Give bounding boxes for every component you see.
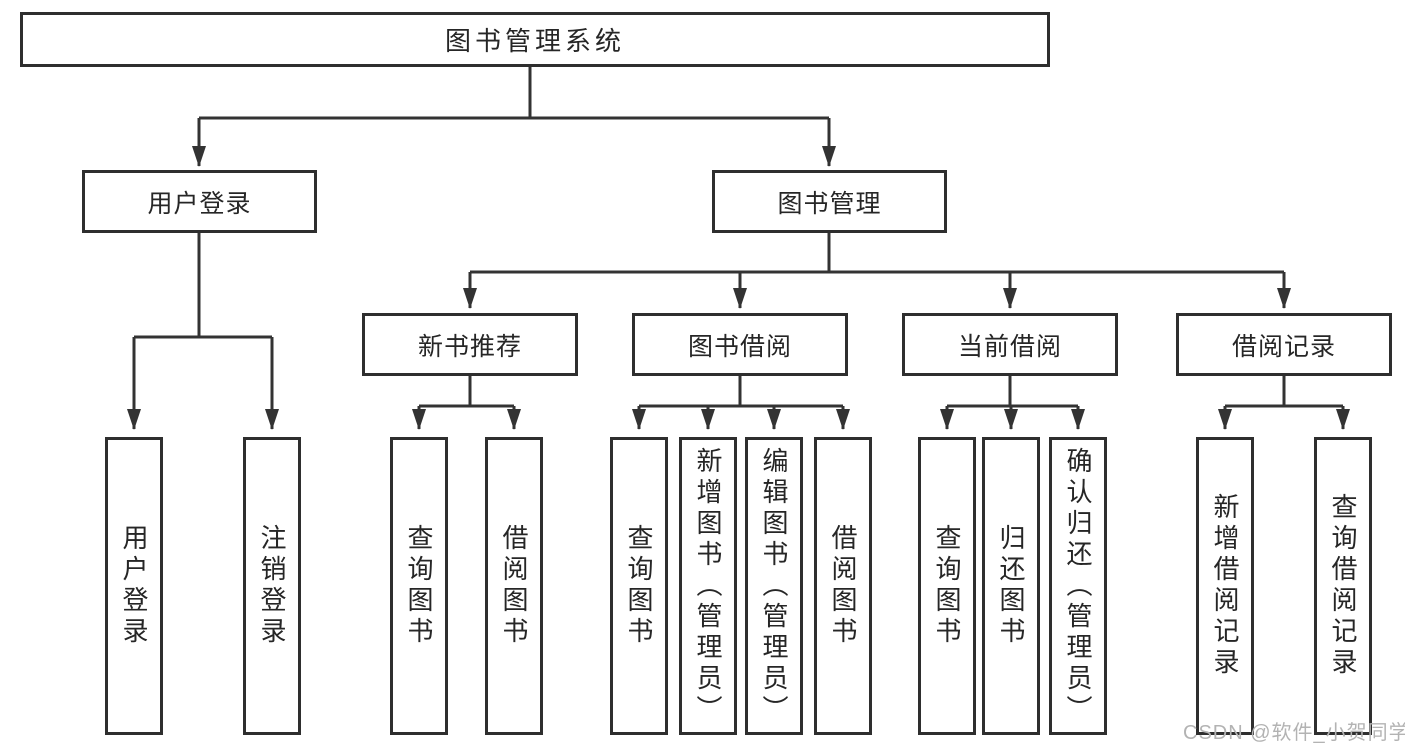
leaf-label: 借阅图书	[828, 524, 858, 648]
node-label: 图书管理系统	[444, 26, 625, 56]
node-label: 图书管理	[777, 189, 882, 218]
leaf-return-book: 归还图书	[982, 437, 1040, 735]
leaf-query-books-recommend: 查询图书	[390, 437, 448, 735]
leaf-borrow-books: 借阅图书	[814, 437, 872, 735]
leaf-borrow-books-recommend: 借阅图书	[485, 437, 543, 735]
leaf-label: 编辑图书（管理员）	[759, 446, 789, 726]
node-label: 图书借阅	[687, 332, 792, 361]
leaf-label: 新增借阅记录	[1210, 493, 1240, 679]
node-borrowing-records: 借阅记录	[1176, 313, 1392, 376]
leaf-add-book-admin: 新增图书（管理员）	[679, 437, 737, 735]
node-user-login: 用户登录	[82, 170, 317, 233]
leaf-confirm-return-admin: 确认归还（管理员）	[1049, 437, 1107, 735]
leaf-add-borrow-record: 新增借阅记录	[1196, 437, 1254, 735]
leaf-label: 用户登录	[119, 524, 149, 648]
node-new-book-recommendation: 新书推荐	[362, 313, 578, 376]
leaf-user-login: 用户登录	[105, 437, 163, 735]
leaf-query-books-borrow: 查询图书	[610, 437, 668, 735]
leaf-label: 借阅图书	[499, 524, 529, 648]
leaf-label: 查询图书	[624, 524, 654, 648]
node-label: 借阅记录	[1231, 332, 1336, 361]
node-label: 当前借阅	[957, 332, 1062, 361]
leaf-query-borrow-record: 查询借阅记录	[1314, 437, 1372, 735]
node-library-system: 图书管理系统	[20, 12, 1050, 67]
leaf-label: 注销登录	[257, 524, 287, 648]
leaf-label: 新增图书（管理员）	[693, 446, 723, 726]
csdn-watermark: CSDN @软件_小贺同学	[1183, 722, 1405, 744]
node-label: 新书推荐	[417, 332, 522, 361]
leaf-edit-book-admin: 编辑图书（管理员）	[745, 437, 803, 735]
node-current-borrowing: 当前借阅	[902, 313, 1118, 376]
node-book-borrowing: 图书借阅	[632, 313, 848, 376]
leaf-logout: 注销登录	[243, 437, 301, 735]
leaf-label: 查询借阅记录	[1328, 493, 1358, 679]
node-label: 用户登录	[147, 189, 252, 218]
leaf-label: 查询图书	[932, 524, 962, 648]
leaf-label: 归还图书	[996, 524, 1026, 648]
leaf-query-books-current: 查询图书	[918, 437, 976, 735]
leaf-label: 确认归还（管理员）	[1063, 446, 1093, 726]
node-book-management: 图书管理	[712, 170, 947, 233]
leaf-label: 查询图书	[404, 524, 434, 648]
